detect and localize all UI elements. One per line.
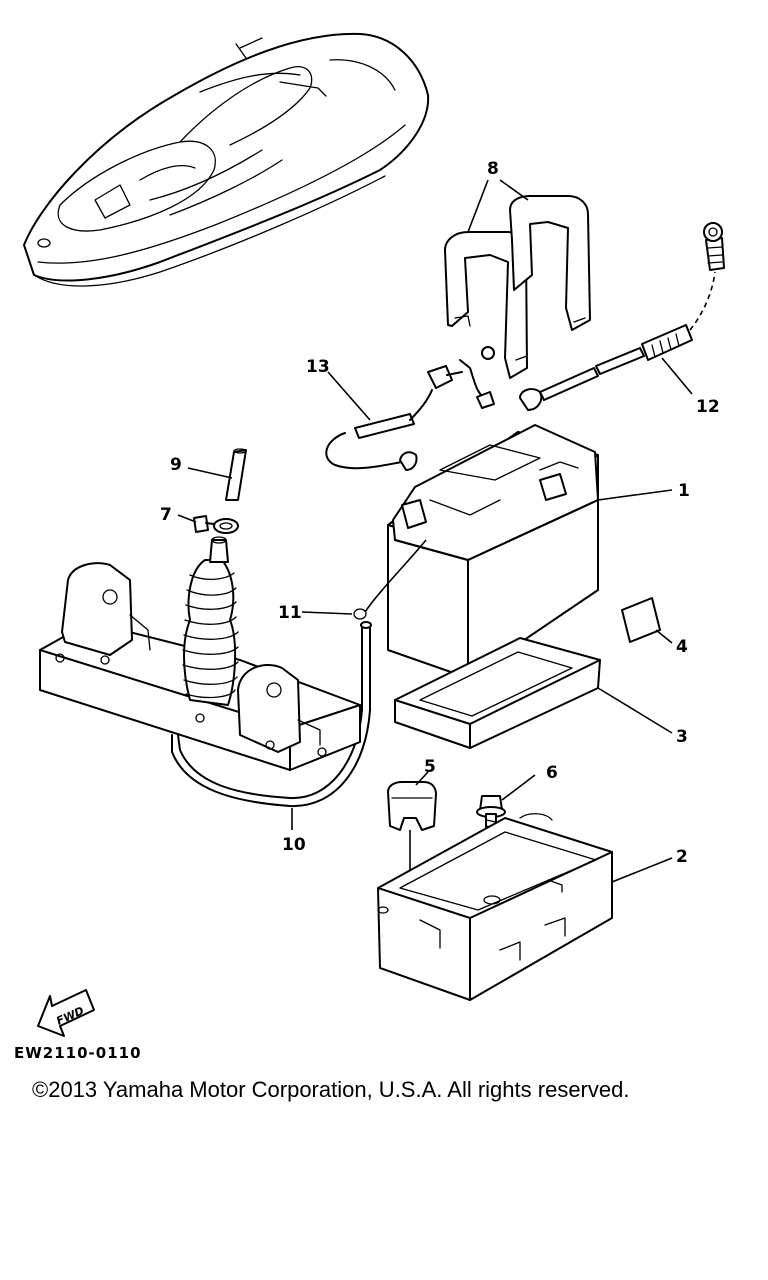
callout-13: 13	[306, 357, 330, 377]
battery-straps-8	[444, 195, 591, 379]
battery-box-2	[377, 813, 613, 1001]
callout-11: 11	[278, 603, 302, 623]
terminal-cover-5	[387, 781, 437, 905]
callout-numbers: 1 2 3 4 5 6 7 8 9 10 11 12 13	[160, 159, 720, 867]
callout-9: 9	[170, 455, 182, 475]
callout-2: 2	[676, 847, 688, 867]
fwd-arrow-icon: FWD	[37, 989, 95, 1037]
callout-5: 5	[424, 757, 436, 777]
callout-3: 3	[676, 727, 688, 747]
callout-12: 12	[696, 397, 720, 417]
callout-1: 1	[678, 481, 690, 501]
callout-4: 4	[676, 637, 688, 657]
callout-10: 10	[282, 835, 306, 855]
callout-7: 7	[160, 505, 172, 525]
watercraft-illustration	[23, 32, 430, 287]
bolt-7	[193, 515, 239, 534]
bellows-boot	[182, 536, 239, 706]
callout-6: 6	[546, 763, 558, 783]
battery-cable-13	[325, 346, 495, 471]
callout-leaders	[177, 179, 693, 883]
battery-1	[387, 424, 599, 679]
copyright-notice: ©2013 Yamaha Motor Corporation, U.S.A. A…	[32, 1077, 630, 1102]
callout-8: 8	[487, 159, 499, 179]
label-4	[621, 597, 661, 643]
diagram-code: EW2110-0110	[14, 1044, 142, 1062]
battery-cable-12	[519, 222, 725, 411]
vent-tube-9	[225, 448, 247, 501]
